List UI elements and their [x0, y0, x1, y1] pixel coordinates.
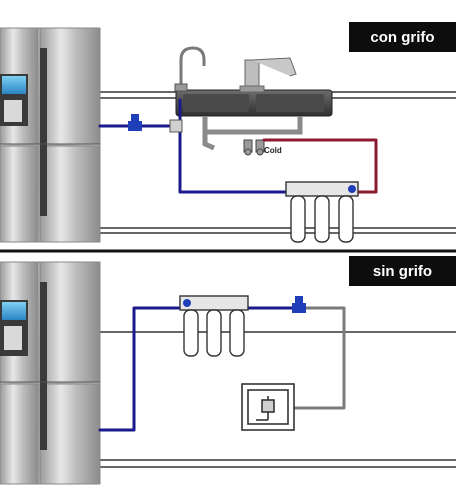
cold-label: Cold: [264, 146, 282, 155]
label-sin-grifo: sin grifo: [349, 256, 456, 286]
faucet-icon: [239, 57, 297, 93]
filter-icon: [179, 295, 249, 357]
valve-icon: [292, 296, 306, 313]
valve-icon: [128, 114, 183, 133]
refrigerator-icon: [0, 27, 101, 243]
refrigerator-icon: [0, 261, 101, 485]
faucet-icon: [174, 46, 206, 92]
bottom-pipes: [98, 306, 346, 432]
label-con-grifo: con grifo: [349, 22, 456, 52]
wall-tap-icon: [241, 383, 295, 431]
bottom-wall-lines: [100, 331, 456, 468]
sink-icon: [175, 89, 333, 151]
valve-icon: [243, 139, 265, 156]
filter-icon: [285, 181, 359, 243]
